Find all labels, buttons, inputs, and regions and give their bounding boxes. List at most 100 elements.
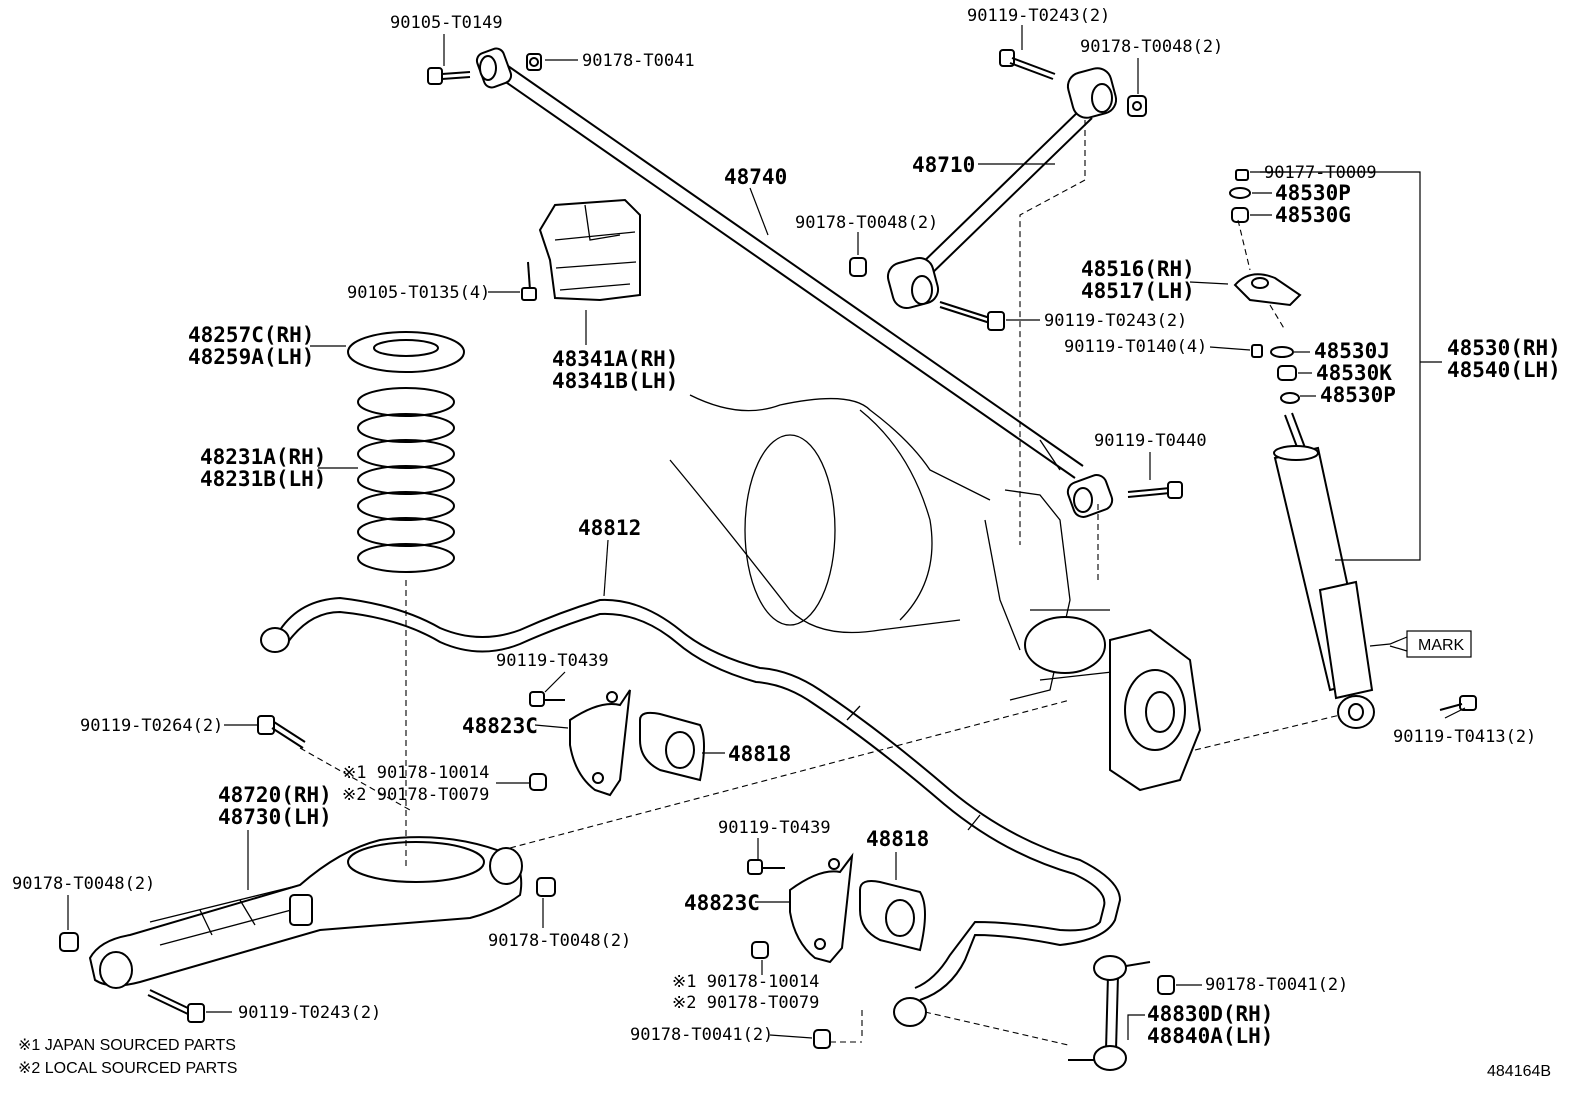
label-90178-T0048-mid[interactable]: 90178-T0048(2): [795, 213, 938, 233]
bushing-48818-a[interactable]: [639, 711, 705, 782]
label-90178-T0048-arm[interactable]: 90178-T0048(2): [488, 931, 631, 951]
bolt-90119-T0243-bot[interactable]: [147, 989, 205, 1023]
nut-90178-10014-a[interactable]: [529, 773, 547, 791]
label-48516[interactable]: 48516(RH): [1081, 257, 1195, 281]
label-48530K[interactable]: 48530K: [1316, 361, 1392, 385]
label-90119-T0413[interactable]: 90119-T0413(2): [1393, 727, 1536, 747]
lateral-rod-48740[interactable]: [475, 46, 1115, 519]
bracket-48823C-b[interactable]: [789, 852, 854, 964]
cushion-48530K[interactable]: [1277, 365, 1297, 381]
label-48720[interactable]: 48720(RH): [218, 783, 332, 807]
nut-90178-T0048-arm[interactable]: [536, 877, 556, 897]
cushion-48530G[interactable]: [1231, 207, 1249, 223]
label-90119-T0440[interactable]: 90119-T0440: [1094, 431, 1207, 451]
label-48341B[interactable]: 48341B(LH): [552, 369, 678, 393]
label-48530G[interactable]: 48530G: [1275, 203, 1351, 227]
stabilizer-bar-48812[interactable]: [260, 596, 1122, 1027]
label-90177-T0009[interactable]: 90177-T0009: [1264, 163, 1377, 183]
label-90119-T0140[interactable]: 90119-T0140(4): [1064, 337, 1207, 357]
washer-48530P-upper[interactable]: [1229, 187, 1251, 199]
spring-bumper-48341A[interactable]: [538, 198, 641, 302]
bolt-90119-T0140[interactable]: [1251, 344, 1263, 358]
bolt-90119-T0243-top[interactable]: [999, 49, 1056, 80]
label-90178-T0079-b[interactable]: ※2 90178-T0079: [672, 993, 819, 1013]
label-90178-10014-b[interactable]: ※1 90178-10014: [672, 972, 819, 992]
label-48530P-a[interactable]: 48530P: [1275, 181, 1351, 205]
part-number-labels: 90105-T0149 90178-T0041 90119-T0243(2) 9…: [12, 6, 1561, 1048]
label-90178-T0079-a[interactable]: ※2 90178-T0079: [342, 785, 489, 805]
label-48231B[interactable]: 48231B(LH): [200, 467, 326, 491]
coil-spring-48231A[interactable]: [357, 387, 455, 573]
label-48823C-a[interactable]: 48823C: [462, 714, 538, 738]
label-48231A[interactable]: 48231A(RH): [200, 445, 326, 469]
label-48530J[interactable]: 48530J: [1314, 339, 1390, 363]
mark-callout: MARK: [1369, 630, 1472, 658]
label-48818-a[interactable]: 48818: [728, 742, 791, 766]
bolt-90105-T0149[interactable]: [427, 67, 471, 85]
axle-hub[interactable]: [984, 489, 1202, 792]
label-48812[interactable]: 48812: [578, 516, 641, 540]
nut-90178-10014-b[interactable]: [751, 941, 769, 959]
nut-90178-T0048-top[interactable]: [1127, 95, 1147, 117]
upper-arm-48710[interactable]: [885, 65, 1119, 311]
bolt-90119-T0439-a[interactable]: [529, 691, 565, 707]
label-90105-T0149[interactable]: 90105-T0149: [390, 13, 503, 33]
nut-90177-T0009[interactable]: [1235, 169, 1249, 181]
nut-90178-T0041-link[interactable]: [1157, 975, 1175, 995]
label-90178-T0048-left[interactable]: 90178-T0048(2): [12, 874, 155, 894]
bolt-90119-T0413[interactable]: [1439, 695, 1477, 711]
label-48530P-b[interactable]: 48530P: [1320, 383, 1396, 407]
bolt-90105-T0135[interactable]: [521, 261, 537, 301]
label-90178-10014-a[interactable]: ※1 90178-10014: [342, 763, 489, 783]
label-90119-T0439-a[interactable]: 90119-T0439: [496, 651, 609, 671]
assembly-dashed-lines: [299, 120, 1341, 1046]
label-48517[interactable]: 48517(LH): [1081, 279, 1195, 303]
nut-90178-T0048-left[interactable]: [59, 932, 79, 952]
label-48830D[interactable]: 48830D(RH): [1147, 1002, 1273, 1026]
leader-lines: [67, 25, 1466, 1040]
label-90178-T0041[interactable]: 90178-T0041: [582, 51, 695, 71]
bolt-90119-T0264[interactable]: [257, 715, 306, 749]
label-48823C-b[interactable]: 48823C: [684, 891, 760, 915]
washer-48530J[interactable]: [1270, 346, 1294, 358]
label-90178-T0041-link[interactable]: 90178-T0041(2): [1205, 975, 1348, 995]
label-90119-T0243-bot[interactable]: 90119-T0243(2): [238, 1003, 381, 1023]
label-48818-b[interactable]: 48818: [866, 827, 929, 851]
lower-arm-48720[interactable]: [88, 836, 523, 989]
label-90119-T0243-top[interactable]: 90119-T0243(2): [967, 6, 1110, 26]
footnotes: ※1 JAPAN SOURCED PARTS ※2 LOCAL SOURCED …: [18, 1037, 1551, 1080]
stabilizer-link-48830D[interactable]: [1068, 955, 1151, 1071]
label-48530[interactable]: 48530(RH): [1447, 336, 1561, 360]
label-90178-T0048-top[interactable]: 90178-T0048(2): [1080, 37, 1223, 57]
bolt-90119-T0243-mid[interactable]: [939, 301, 1005, 331]
label-48740[interactable]: 48740: [724, 165, 787, 189]
mark-label: MARK: [1418, 637, 1465, 654]
label-48710[interactable]: 48710: [912, 153, 975, 177]
shock-absorber-48530[interactable]: [1273, 412, 1375, 729]
label-90119-T0264[interactable]: 90119-T0264(2): [80, 716, 223, 736]
nut-90178-T0041[interactable]: [526, 53, 542, 71]
note-japan-sourced: ※1 JAPAN SOURCED PARTS: [18, 1037, 236, 1054]
label-48540[interactable]: 48540(LH): [1447, 358, 1561, 382]
label-48257C[interactable]: 48257C(RH): [188, 323, 314, 347]
label-90178-T0041-bot[interactable]: 90178-T0041(2): [630, 1025, 773, 1045]
spring-insulator-48257C[interactable]: [347, 331, 465, 373]
bracket-48823C-a[interactable]: [569, 689, 631, 797]
axle-body-outline: [669, 394, 991, 634]
bushing-48818-b[interactable]: [859, 880, 926, 952]
bolt-90119-T0440[interactable]: [1127, 481, 1183, 499]
label-48840A[interactable]: 48840A(LH): [1147, 1024, 1273, 1048]
label-48259A[interactable]: 48259A(LH): [188, 345, 314, 369]
label-90119-T0243-mid[interactable]: 90119-T0243(2): [1044, 311, 1187, 331]
shock-upper-mount-48516[interactable]: [1233, 273, 1302, 307]
note-local-sourced: ※2 LOCAL SOURCED PARTS: [18, 1060, 237, 1077]
label-90119-T0439-b[interactable]: 90119-T0439: [718, 818, 831, 838]
label-48341A[interactable]: 48341A(RH): [552, 347, 678, 371]
washer-48530P-lower[interactable]: [1280, 392, 1300, 404]
label-48730[interactable]: 48730(LH): [218, 805, 332, 829]
bolt-90119-T0439-b[interactable]: [747, 859, 785, 875]
label-90105-T0135[interactable]: 90105-T0135(4): [347, 283, 490, 303]
nut-90178-T0041-bot[interactable]: [813, 1029, 831, 1049]
nut-90178-T0048-mid[interactable]: [849, 257, 867, 277]
figure-id: 484164B: [1487, 1063, 1551, 1080]
